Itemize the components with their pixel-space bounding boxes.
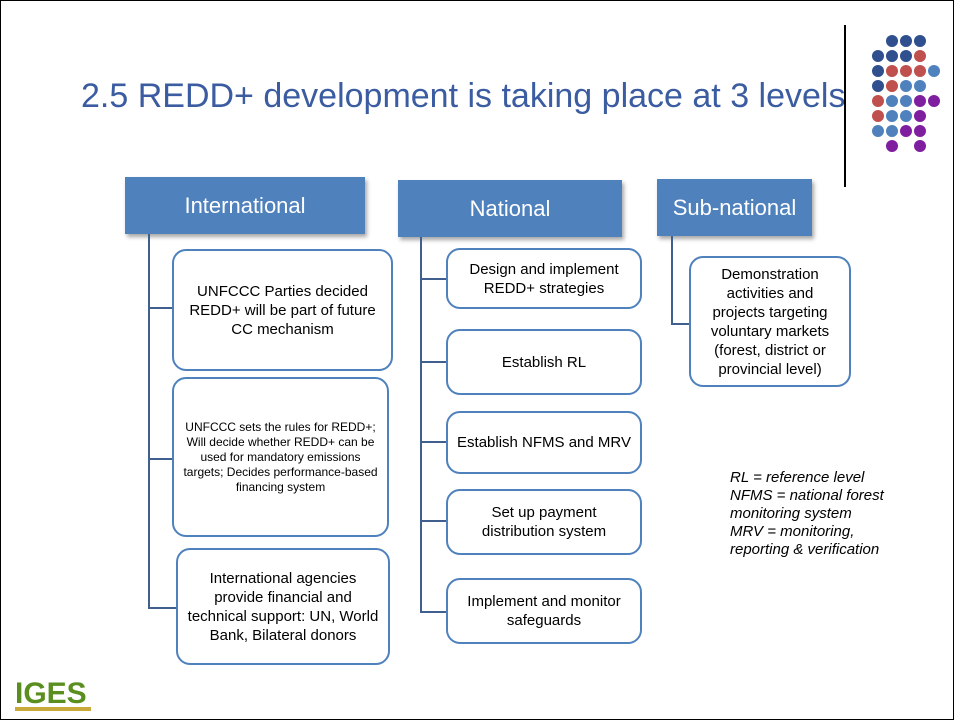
decoration-dot: [886, 110, 898, 122]
connector-branch: [148, 607, 176, 609]
decoration-dot: [914, 65, 926, 77]
decoration-dot: [900, 95, 912, 107]
svg-text:IGES: IGES: [15, 677, 87, 710]
decoration-dot: [886, 50, 898, 62]
note-rl: RL = reference level: [730, 469, 865, 486]
decoration-dot: [900, 125, 912, 137]
iges-logo: IGES: [15, 677, 91, 711]
item-text: Establish NFMS and MRV: [457, 434, 631, 451]
connector-branch: [148, 307, 172, 309]
decoration-dot: [928, 65, 940, 77]
connector-branch: [148, 458, 172, 460]
decoration-dot: [900, 35, 912, 47]
connector-branch: [671, 323, 689, 325]
header-national: National: [398, 180, 622, 237]
decoration-dot: [914, 35, 926, 47]
decoration-dot: [914, 125, 926, 137]
item-text: Design and implement REDD+ strategies: [469, 260, 619, 297]
decoration-dot: [886, 140, 898, 152]
item-text: UNFCCC Parties decided REDD+ will be par…: [189, 282, 376, 338]
note-nfms: NFMS = national forest monitoring system: [730, 487, 884, 522]
connector-sub-national: [671, 236, 673, 325]
abbreviation-notes: RL = reference level NFMS = national for…: [730, 469, 910, 559]
item-text: Set up payment distribution system: [481, 504, 607, 540]
item-text: International agencies provide financial…: [187, 569, 379, 644]
national-item-4: Set up payment distribution system: [446, 489, 642, 555]
connector-branch: [420, 520, 446, 522]
item-text: Implement and monitor safeguards: [467, 593, 621, 629]
national-item-5: Implement and monitor safeguards: [446, 578, 642, 644]
note-mrv: MRV = monitoring, reporting & verificati…: [730, 523, 880, 558]
decoration-dot: [914, 80, 926, 92]
decoration-dot: [928, 95, 940, 107]
header-international: International: [125, 177, 365, 234]
decoration-dot: [886, 65, 898, 77]
title-divider: [844, 25, 846, 187]
national-item-2: Establish RL: [446, 329, 642, 395]
connector-branch: [420, 361, 446, 363]
decoration-dot: [886, 80, 898, 92]
decoration-dot: [872, 65, 884, 77]
decoration-dot: [914, 50, 926, 62]
connector-branch: [420, 278, 446, 280]
dot-pattern-decoration: [872, 35, 940, 152]
header-sub-national: Sub-national: [657, 179, 812, 236]
decoration-dot: [872, 80, 884, 92]
connector-international: [148, 234, 150, 609]
decoration-dot: [886, 125, 898, 137]
decoration-dot: [914, 95, 926, 107]
decoration-dot: [886, 35, 898, 47]
item-text: UNFCCC sets the rules for REDD+; Will de…: [183, 419, 378, 494]
sub-national-item-1: Demonstration activities and projects ta…: [689, 256, 851, 387]
international-item-1: UNFCCC Parties decided REDD+ will be par…: [172, 249, 393, 371]
decoration-dot: [900, 80, 912, 92]
national-item-3: Establish NFMS and MRV: [446, 411, 642, 474]
national-item-1: Design and implement REDD+ strategies: [446, 248, 642, 309]
decoration-dot: [872, 95, 884, 107]
connector-branch: [420, 441, 446, 443]
header-sub-national-label: Sub-national: [672, 194, 797, 220]
connector-branch: [420, 611, 446, 613]
item-text: Establish RL: [501, 353, 587, 371]
connector-national: [420, 237, 422, 613]
decoration-dot: [914, 110, 926, 122]
international-item-2: UNFCCC sets the rules for REDD+; Will de…: [172, 377, 389, 537]
decoration-dot: [872, 110, 884, 122]
decoration-dot: [914, 140, 926, 152]
decoration-dot: [886, 95, 898, 107]
header-international-label: International: [184, 192, 306, 218]
international-item-3: International agencies provide financial…: [176, 548, 390, 665]
decoration-dot: [872, 50, 884, 62]
decoration-dot: [900, 50, 912, 62]
header-national-label: National: [469, 195, 551, 221]
decoration-dot: [900, 110, 912, 122]
decoration-dot: [872, 125, 884, 137]
item-text: Demonstration activities and projects ta…: [710, 265, 830, 378]
decoration-dot: [900, 65, 912, 77]
slide-title: 2.5 REDD+ development is taking place at…: [81, 77, 846, 115]
